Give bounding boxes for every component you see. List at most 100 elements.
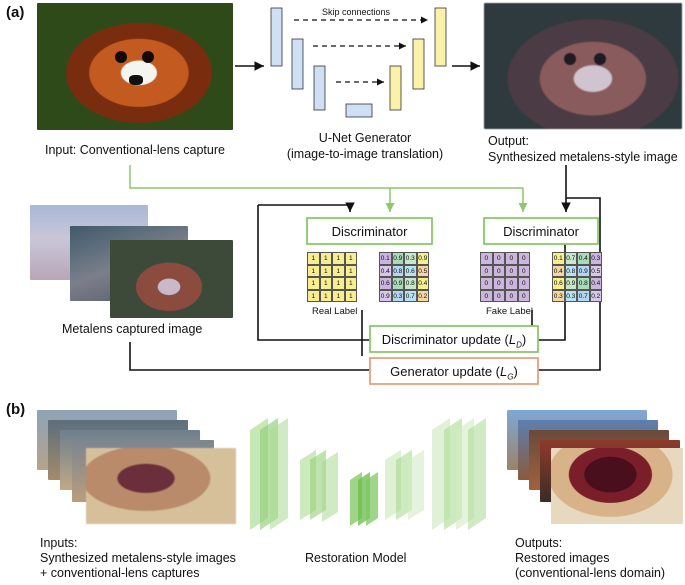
grid-cell: 1 [307, 277, 320, 290]
unet-decoder-block-2 [412, 38, 425, 90]
grid-cell: 1 [332, 252, 345, 265]
grid-cell: 0.7 [577, 289, 590, 302]
grid-cell: 0.6 [404, 264, 417, 277]
generator-title: U-Net Generator [318, 131, 412, 145]
grid-cell: 0.1 [379, 252, 392, 265]
grid-cell: 0 [505, 289, 518, 302]
grid-cell: 0.1 [552, 252, 565, 265]
output-photo [484, 3, 682, 129]
metalens-photo-3 [110, 240, 233, 318]
outputs-caption-line1: Outputs: [515, 536, 563, 550]
grid-cell: 0.4 [379, 264, 392, 277]
grid-cell: 0.4 [416, 277, 429, 290]
grid-cell: 1 [344, 289, 357, 302]
grid-cell: 1 [332, 264, 345, 277]
inputs-caption-line2: Synthesized metalens-style images [40, 551, 236, 565]
unet-bottleneck-block [345, 103, 373, 118]
restoration-model [250, 418, 486, 530]
grid-cell: 0 [492, 252, 505, 265]
output-caption-line2: Synthesized metalens-style image [488, 150, 678, 164]
generator-update-label: Generator update (LG) [390, 364, 518, 382]
grid-cell: 0.2 [589, 289, 602, 302]
grid-cell: 0 [505, 277, 518, 290]
grid-cell: 1 [344, 277, 357, 290]
unet-decoder-block-3 [434, 7, 447, 67]
input-photo [37, 3, 233, 130]
grid-cell: 0.9 [577, 264, 590, 277]
unet-decoder-block-1 [389, 65, 402, 111]
grid-cell: 1 [319, 277, 332, 290]
grid-cell: 0 [505, 264, 518, 277]
grid-cell: 0.3 [391, 289, 404, 302]
grid-cell: 1 [307, 289, 320, 302]
grid-cell: 0.7 [404, 289, 417, 302]
real-label-caption: Real Label [312, 306, 358, 317]
fake-label-caption: Fake Label [486, 306, 534, 317]
unet-encoder-block-2 [291, 38, 304, 90]
grid-cell: 0 [492, 277, 505, 290]
output-caption-line1: Output: [488, 134, 529, 148]
grid-cell: 1 [307, 264, 320, 277]
inputs-caption-line3: + conventional-lens captures [40, 566, 200, 580]
generator-subtitle: (image-to-image translation) [286, 147, 444, 161]
grid-cell: 0 [492, 289, 505, 302]
grid-cell: 1 [319, 289, 332, 302]
grid-cell: 0.7 [564, 252, 577, 265]
discriminator-update-box [369, 325, 539, 353]
grid-cell: 0.3 [564, 289, 577, 302]
grid-cell: 0 [505, 252, 518, 265]
grid-cell: 0.4 [577, 252, 590, 265]
grid-cell: 1 [332, 277, 345, 290]
grid-cell: 0.3 [552, 289, 565, 302]
metalens-caption: Metalens captured image [62, 322, 203, 336]
grid-cell: 0 [480, 277, 493, 290]
skip-connections-label: Skip connections [322, 7, 391, 17]
unet-encoder-block-1 [270, 7, 283, 67]
grid-cell: 0.9 [416, 252, 429, 265]
inputs-caption-line1: Inputs: [40, 536, 78, 550]
grid-cell: 0.8 [564, 264, 577, 277]
discriminator-box-real [306, 217, 433, 245]
grid-cell: 0.2 [416, 289, 429, 302]
grid-cell: 0.3 [404, 252, 417, 265]
panel-a-tag: (a) [6, 4, 25, 21]
grid-cell: 0 [492, 264, 505, 277]
grid-cell: 0.5 [589, 264, 602, 277]
input-stack-photo-front [86, 448, 236, 524]
grid-cell: 1 [319, 252, 332, 265]
grid-cell: 0.4 [589, 277, 602, 290]
grid-cell: 1 [319, 264, 332, 277]
grid-cell: 0.8 [391, 264, 404, 277]
grid-cell: 0.5 [416, 264, 429, 277]
discriminator-label-fake: Discriminator [503, 224, 579, 239]
grid-cell: 0.9 [391, 277, 404, 290]
grid-cell: 0 [517, 289, 530, 302]
grid-cell: 0.6 [379, 277, 392, 290]
grid-cell: 0 [480, 264, 493, 277]
grid-cell: 0 [480, 252, 493, 265]
grid-cell: 0.3 [589, 252, 602, 265]
discriminator-box-fake [483, 217, 599, 245]
grid-cell: 1 [344, 264, 357, 277]
discriminator-label-real: Discriminator [331, 224, 408, 239]
grid-cell: 0.6 [552, 277, 565, 290]
grid-cell: 0.9 [391, 252, 404, 265]
generator-update-box [369, 357, 539, 385]
outputs-caption-line3: (conventional-lens domain) [515, 566, 666, 580]
grid-cell: 0 [517, 277, 530, 290]
discriminator-update-label: Discriminator update (LD) [381, 332, 527, 350]
grid-cell: 0.9 [564, 277, 577, 290]
grid-cell: 0 [517, 252, 530, 265]
grid-cell: 0.4 [552, 264, 565, 277]
unet-encoder-block-3 [313, 65, 326, 111]
grid-cell: 0.8 [404, 277, 417, 290]
outputs-caption-line2: Restored images [515, 551, 610, 565]
panel-b-tag: (b) [6, 401, 26, 418]
grid-cell: 0.8 [577, 277, 590, 290]
grid-cell: 1 [332, 289, 345, 302]
